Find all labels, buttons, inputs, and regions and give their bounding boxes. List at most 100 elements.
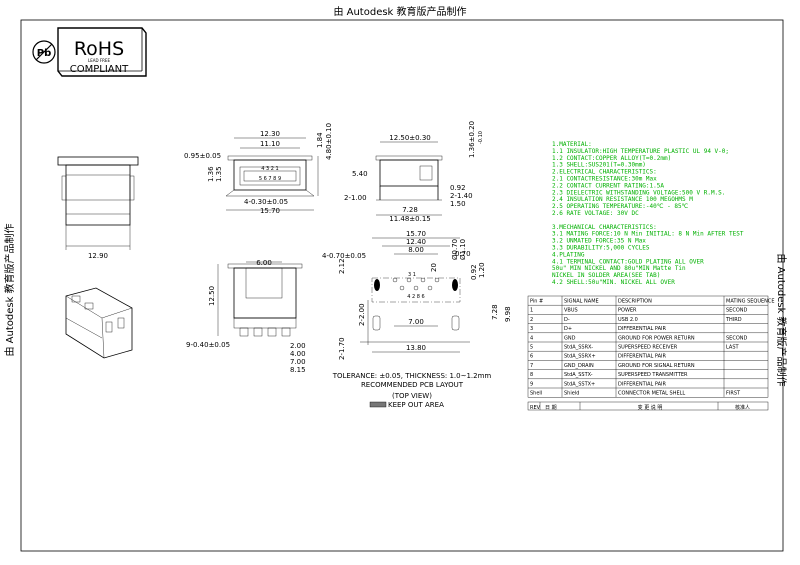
pcb-dim-9-98: 9.98 [504,306,512,322]
dim-0-10-side: -0.10 [478,131,484,144]
dim-0-92-side: 0.92 [450,184,466,192]
spec-line: 3.3 DURABILITY:5,000 CYCLES [552,245,650,252]
dim-2-00: 2.00 [290,342,306,350]
left-iso-view [65,287,133,359]
pin-table-header: DESCRIPTION [618,299,652,305]
pcb-layout: 15.70 12.40 8.00 4-0.70±0.05 Ø0.70 Ø1.10… [322,230,512,409]
spec-line: 4.PLATING [552,251,585,258]
pin-table-cell: FIRST [726,391,741,397]
dim-8-15: 8.15 [290,366,306,374]
dim-12-50-bottom: 12.50 [208,286,216,306]
spec-line: 50u" MIN NICKEL AND 80u"MIN Matte Tin [552,265,686,272]
pcb-dim-1-20: 1.20 [478,262,486,278]
pcb-dim-0-70-right: 0.70 [455,250,471,258]
dim-1-84: 1.84 [316,132,324,148]
pcb-note-layout: RECOMMENDED PCB LAYOUT [361,381,464,389]
front-pins-bot: 5 6 7 8 9 [259,176,281,182]
rohs-main: RoHS [74,38,124,60]
pin-table-cell: DIFFERENTIAL PAIR [618,381,667,387]
svg-text:Pb: Pb [37,48,52,59]
dim-7-00-bottom: 7.00 [290,358,306,366]
pin-table-cell: GND_DRAIN [564,363,594,369]
pcb-dim-12-40: 12.40 [406,238,426,246]
pin-table-cell: SUPERSPEED RECEIVER [618,345,678,351]
pin-table-cell: 4 [530,335,533,341]
pcb-note-tolerance: TOLERANCE: ±0.05, THICKNESS: 1.0~1.2mm [332,372,492,380]
dim-4-00: 4.00 [290,350,306,358]
spec-line: 2.2 CONTACT CURRENT RATING:1.5A [552,182,664,189]
pin-table-cell: GND [564,335,576,341]
pin-table-cell: SECOND [726,335,748,341]
pcb-dim-8-00: 8.00 [408,246,424,254]
pcb-pin-mid: 4 2 8 6 [407,294,425,300]
sheet-border [20,19,784,552]
pin-table-cell: CONNECTOR METAL SHELL [618,391,685,397]
dim-1-35-front: 1.35 [215,166,223,182]
pin-table-cell: D- [564,317,570,323]
pin-table-cell: GROUND FOR SIGNAL RETURN [618,363,695,369]
rev-label: REV [530,405,541,411]
spec-line: 2.3 DIELECTRIC WITHSTANDING VOLTAGE:500 … [552,189,725,196]
spec-line: 4.1 TERMINAL CONTACT:GOLD PLATING ALL OV… [552,258,704,265]
pcb-note-view: (TOP VIEW) [392,392,432,400]
dim-15-70-front: 15.70 [260,207,280,215]
pin-table-cell: Shield [564,391,579,397]
dim-0-95: 0.95±0.05 [184,152,221,160]
pin-table-cell: THIRD [725,317,742,323]
dim-12-50-side: 12.50±0.30 [389,134,431,142]
pin-table-cell: StdA_SSTX- [564,372,593,378]
left-top-view: 12.90 [57,156,139,260]
pcb-dim-2-12: 2.12 [338,258,346,274]
pin-table-cell: POWER [618,308,637,314]
spec-line: 2.ELECTRICAL CHARACTERISTICS: [552,169,657,176]
dim-12-90: 12.90 [88,252,108,260]
dim-pitch-bottom: 9-0.40±0.05 [186,341,230,349]
keep-out-swatch [369,401,387,408]
dim-11-48: 11.48±0.15 [389,215,431,223]
rev-content: 变 更 说 明 [638,404,663,411]
pcb-dim-0-70: 4-0.70±0.05 [322,252,366,260]
pb-free-icon [32,40,56,64]
pcb-dim-20: 20 [430,263,438,272]
pin-table-cell: SUPERSPEED TRANSMITTER [618,372,688,378]
pcb-dim-1-70: 2-1.70 [338,337,346,360]
spec-line: 2.4 INSULATION RESISTANCE 100 MEGOHMS M [552,196,693,203]
spec-line: 1.1 INSULATOR:HIGH TEMPERATURE PLASTIC U… [552,148,729,155]
pin-table-cell: StdA_SSRX- [564,345,593,351]
dim-2-1-00: 2-1.00 [344,194,367,202]
pin-table-header: SIGNAL NAME [564,299,599,305]
dim-1-50: 1.50 [450,200,466,208]
pcb-pin-top: 3 1 [408,272,416,278]
dim-2-1-40: 2-1.40 [450,192,473,200]
dim-11-10: 11.10 [260,140,280,148]
pin-table-cell: DIFFERENTIAL PAIR [618,354,667,360]
spec-line: 3.2 UNMATED FORCE:35 N Max [552,238,646,245]
spec-line: 2.1 CONTACTRESISTANCE:30m Max [552,176,657,183]
spec-line: 3.1 MATING FORCE:10 N Min INITIAL: 8 N M… [552,231,744,238]
pcb-dim-13-80: 13.80 [406,344,426,352]
rohs-sub: COMPLIANT [70,64,129,75]
pcb-dim-0-92: 0.92 [470,264,478,280]
dim-1-36-front: 1.36 [207,166,215,182]
pin-table-cell: D+ [564,326,572,332]
rohs-logo: Pb RoHS LEAD FREE COMPLIANT [32,27,147,77]
spec-line: 2.6 RATE VOLTAGE: 30V DC [552,210,639,217]
rev-approver: 核准人 [735,404,750,411]
pin-table-cell: GROUND FOR POWER RETURN [618,335,695,341]
pin-table-cell: DIFFERENTIAL PAIR [618,326,667,332]
spec-notes: 1.MATERIAL: 1.1 INSULATOR:HIGH TEMPERATU… [552,141,744,286]
pin-table-header: MATING SEQUENCE [726,299,775,305]
dim-5-40: 5.40 [352,170,368,178]
pcb-dim-7-28: 7.28 [491,304,499,320]
pcb-dim-15-70: 15.70 [406,230,426,238]
dim-12-30: 12.30 [260,130,280,138]
spec-line: 4.2 SHELL:50u"MIN. NICKEL ALL OVER [552,279,675,286]
side-label-left: 由 Autodesk 教育版产品制作 [3,223,16,356]
pcb-dim-7-00: 7.00 [408,318,424,326]
pin-table-cell: 7 [530,363,533,369]
side-label-right: 由 Autodesk 教育版产品制作 [775,253,788,386]
pcb-note-keepout: KEEP OUT AREA [388,401,444,409]
front-pins-top: 4 3 2 1 [261,166,279,172]
